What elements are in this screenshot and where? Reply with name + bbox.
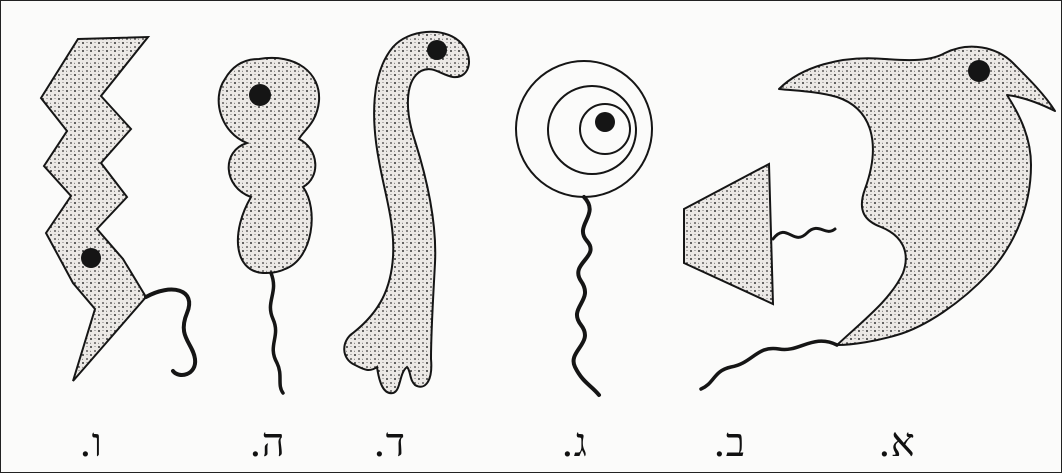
label-bet: ב.	[713, 419, 745, 467]
label-vav: ו.	[79, 419, 102, 467]
blob-dot	[249, 84, 271, 106]
spiral-dot	[595, 112, 615, 132]
worm-dot	[427, 40, 447, 60]
zigzag-tail	[146, 290, 195, 375]
stacked-blob-shape	[219, 58, 319, 393]
bird-tail	[701, 341, 837, 389]
label-he: ה.	[249, 419, 285, 467]
hooked-worm-shape	[344, 32, 469, 393]
spiral-shape	[516, 61, 652, 395]
zigzag-shape	[41, 37, 195, 381]
bird-dot	[968, 60, 990, 82]
trapezoid-shape	[684, 164, 835, 304]
spiral-tail	[574, 197, 599, 395]
label-gimel: ג.	[561, 419, 587, 467]
trapezoid-tail	[773, 228, 835, 239]
label-dalet: ד.	[373, 419, 405, 467]
blob-tail	[270, 273, 283, 393]
label-alef: א.	[878, 419, 915, 467]
zigzag-dot	[81, 248, 101, 268]
